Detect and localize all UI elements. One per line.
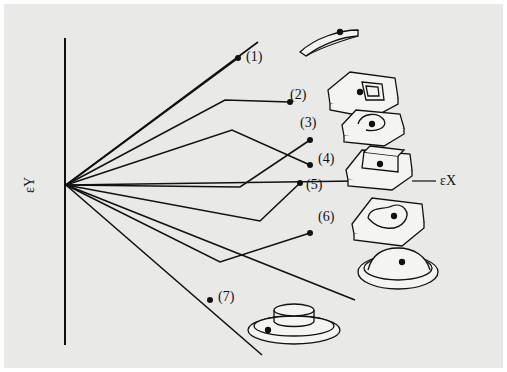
axis-label: εX [440, 174, 456, 188]
callout-number: (1) [246, 50, 262, 64]
callout-number: (7) [218, 290, 234, 304]
callout-number: (6) [318, 210, 334, 224]
callout-number: (3) [300, 116, 316, 130]
diagram-ground: εY (1) (2) (3) (4) εX (5) (6) (7) [4, 4, 503, 368]
callout-number: (5) [306, 178, 322, 192]
callout-number: (2) [290, 88, 306, 102]
callout-number: (4) [318, 152, 334, 166]
axis-label: εY [23, 177, 37, 193]
